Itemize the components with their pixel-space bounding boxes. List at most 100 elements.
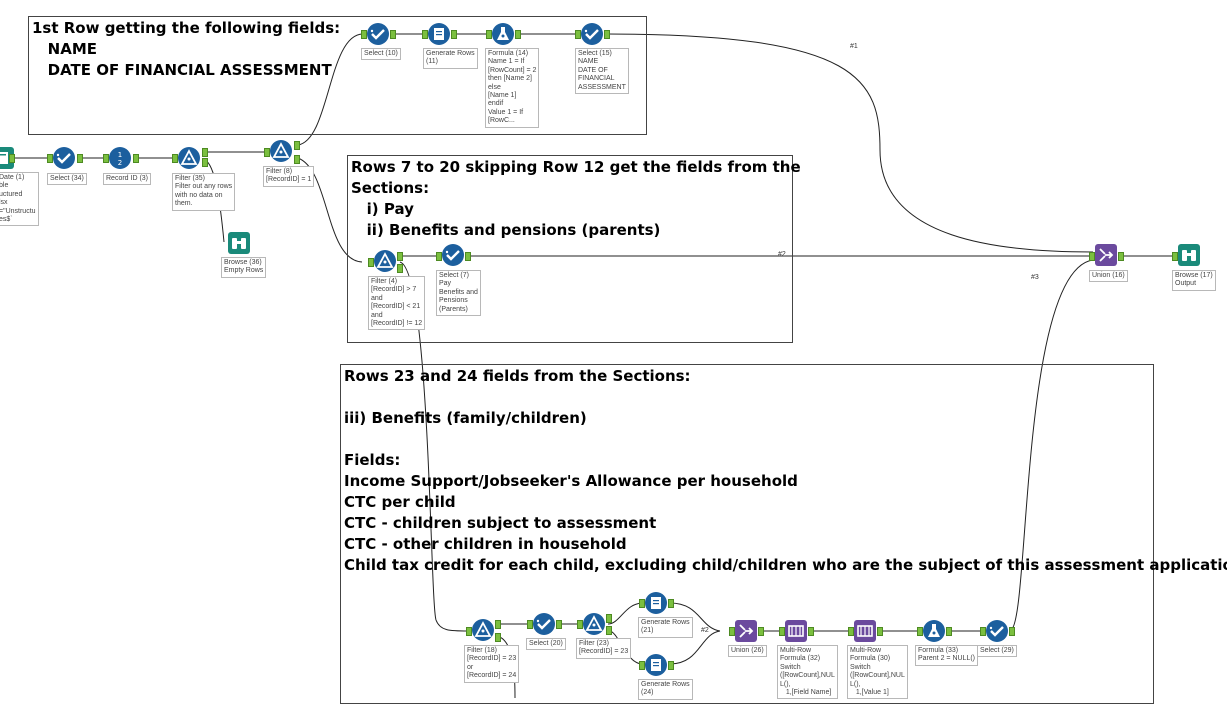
select-29-tool[interactable] [986, 620, 1008, 642]
input-anchor[interactable] [577, 620, 583, 629]
output-anchor[interactable] [390, 30, 396, 39]
output-anchor[interactable] [946, 627, 952, 636]
output-anchor[interactable] [758, 627, 764, 636]
union-26-tool[interactable] [735, 620, 757, 642]
generate-rows-24-tool[interactable] [645, 654, 667, 676]
select-10-tool[interactable] [367, 23, 389, 45]
generate-rows-icon [651, 659, 661, 671]
filter-35-tool[interactable] [178, 147, 200, 169]
select-15-label: Select (15) NAME DATE OF FINANCIAL ASSES… [575, 48, 629, 95]
output-anchor[interactable] [606, 614, 612, 623]
filter-23-label: Filter (23) [RecordID] = 23 [576, 638, 632, 659]
output-anchor[interactable] [668, 661, 674, 670]
connection-tag: #2 [701, 627, 709, 634]
output-anchor[interactable] [451, 30, 457, 39]
output-anchor[interactable] [495, 633, 501, 642]
browse-17-tool[interactable] [1178, 244, 1200, 266]
input-anchor[interactable] [575, 30, 581, 39]
select-15-tool[interactable] [581, 23, 603, 45]
output-anchor[interactable] [495, 620, 501, 629]
input-anchor[interactable] [422, 30, 428, 39]
comment-container-1[interactable] [28, 16, 647, 135]
comment-text-3: Rows 23 and 24 fields from the Sections:… [344, 367, 1227, 574]
input-anchor[interactable] [848, 627, 854, 636]
input-anchor[interactable] [527, 620, 533, 629]
select-34-tool[interactable] [53, 147, 75, 169]
input-anchor[interactable] [466, 627, 472, 636]
filter-18-tool[interactable] [472, 619, 494, 641]
checkmark-icon [584, 29, 599, 40]
select-34-label: Select (34) [47, 173, 87, 186]
input-anchor[interactable] [917, 627, 923, 636]
output-anchor[interactable] [397, 252, 403, 261]
output-anchor[interactable] [668, 599, 674, 608]
svg-text:1: 1 [118, 151, 122, 159]
input-anchor[interactable] [1089, 252, 1095, 261]
select-7-tool[interactable] [442, 244, 464, 266]
output-anchor[interactable] [1009, 627, 1015, 636]
output-anchor[interactable] [294, 141, 300, 150]
filter-35-label: Filter (35) Filter out any rows with no … [172, 173, 236, 211]
connection-tag: #2 [778, 251, 786, 258]
input-anchor[interactable] [779, 627, 785, 636]
filter-18-label: Filter (18) [RecordID] = 23 or [RecordID… [464, 645, 520, 683]
output-anchor[interactable] [397, 264, 403, 273]
output-anchor[interactable] [808, 627, 814, 636]
input-anchor[interactable] [639, 661, 645, 670]
generate-rows-icon [651, 597, 661, 609]
output-anchor[interactable] [515, 30, 521, 39]
browse-36-tool[interactable] [228, 232, 250, 254]
output-anchor[interactable] [202, 158, 208, 167]
input-anchor[interactable] [980, 627, 986, 636]
generate-rows-11-tool[interactable] [428, 23, 450, 45]
output-anchor[interactable] [9, 154, 15, 163]
output-anchor[interactable] [465, 252, 471, 261]
input-anchor[interactable] [368, 258, 374, 267]
select-20-label: Select (20) [526, 638, 566, 651]
output-anchor[interactable] [556, 620, 562, 629]
input-anchor[interactable] [264, 148, 270, 157]
filter-4-tool[interactable] [374, 250, 396, 272]
formula-33-tool[interactable] [923, 620, 945, 642]
book-icon [0, 152, 8, 164]
input-anchor[interactable] [729, 627, 735, 636]
filter-8-label: Filter (8) [RecordID] = 1 [263, 166, 315, 187]
input-anchor[interactable] [436, 252, 442, 261]
formula-33-label: Formula (33) Parent 2 = NULL() [915, 645, 978, 666]
input-anchor[interactable] [1172, 252, 1178, 261]
output-anchor[interactable] [877, 627, 883, 636]
union-16-tool[interactable] [1095, 244, 1117, 266]
input-data-tool[interactable] [0, 147, 14, 169]
output-anchor[interactable] [77, 154, 83, 163]
filter-triangle-icon [585, 615, 603, 631]
filter-23-tool[interactable] [583, 613, 605, 635]
generate-rows-21-tool[interactable] [645, 592, 667, 614]
checkmark-icon [445, 250, 460, 261]
output-anchor[interactable] [604, 30, 610, 39]
output-anchor[interactable] [1118, 252, 1124, 261]
multi-row-formula-32-tool[interactable] [785, 620, 807, 642]
input-anchor[interactable] [172, 154, 178, 163]
formula-14-tool[interactable] [492, 23, 514, 45]
select-7-label: Select (7) Pay Benefits and Pensions (Pa… [436, 270, 481, 317]
multi-row-formula-30-tool[interactable] [854, 620, 876, 642]
multi-row-formula-30-label: Multi-Row Formula (30) Switch ([RowCount… [847, 645, 908, 700]
select-20-tool[interactable] [533, 613, 555, 635]
input-anchor[interactable] [103, 154, 109, 163]
input-anchor[interactable] [639, 599, 645, 608]
output-anchor[interactable] [133, 154, 139, 163]
input-anchor[interactable] [486, 30, 492, 39]
browse-17-label: Browse (17) Output [1172, 270, 1216, 291]
filter-triangle-icon [272, 142, 290, 158]
comment-container-2[interactable] [347, 155, 793, 343]
output-anchor[interactable] [294, 155, 300, 164]
input-anchor[interactable] [361, 30, 367, 39]
output-anchor[interactable] [606, 626, 612, 635]
input-anchor[interactable] [47, 154, 53, 163]
record-id-3-label: Record ID (3) [103, 173, 152, 186]
output-anchor[interactable] [202, 148, 208, 157]
formula-14-label: Formula (14) Name 1 = If [RowCount] = 2 … [485, 48, 540, 128]
filter-8-tool[interactable] [270, 140, 292, 162]
